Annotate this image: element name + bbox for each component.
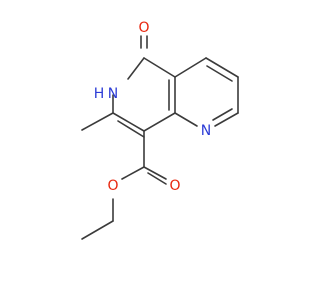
bond-c5-n6: [127, 57, 145, 80]
atom-o-ester-ether: O: [107, 178, 118, 194]
bond-n1-c8a: [174, 112, 198, 127]
bond-c7-c8-double: [117, 120, 145, 138]
atom-n-pyridine: N: [201, 123, 211, 139]
atom-h-nh: H: [94, 86, 105, 102]
bond-ester-c-o-ether: [121, 166, 145, 180]
molecule-diagram: O H N N O O: [81, 20, 239, 240]
bond-c2-n1-double: [212, 108, 233, 121]
bond-c4a-c4: [174, 57, 207, 78]
bond-ester-c-o-double-b: [147, 172, 167, 185]
atom-o-carbonyl: O: [138, 20, 149, 36]
bond-ch2-ch3: [81, 220, 114, 240]
atom-o-ester-carbonyl: O: [169, 178, 180, 194]
bond-c7-methyl: [81, 112, 114, 131]
bond-c2-n1: [214, 112, 239, 127]
bond-c4a-c5: [143, 57, 176, 78]
bond-c8-c8a: [143, 112, 176, 132]
bond-c4-c3: [205, 57, 239, 78]
bond-c7-c8: [112, 112, 145, 132]
bond-c4-c3-double: [206, 65, 233, 82]
bond-ester-c-o-double-a: [143, 166, 167, 180]
atom-n-nh: N: [108, 86, 118, 102]
